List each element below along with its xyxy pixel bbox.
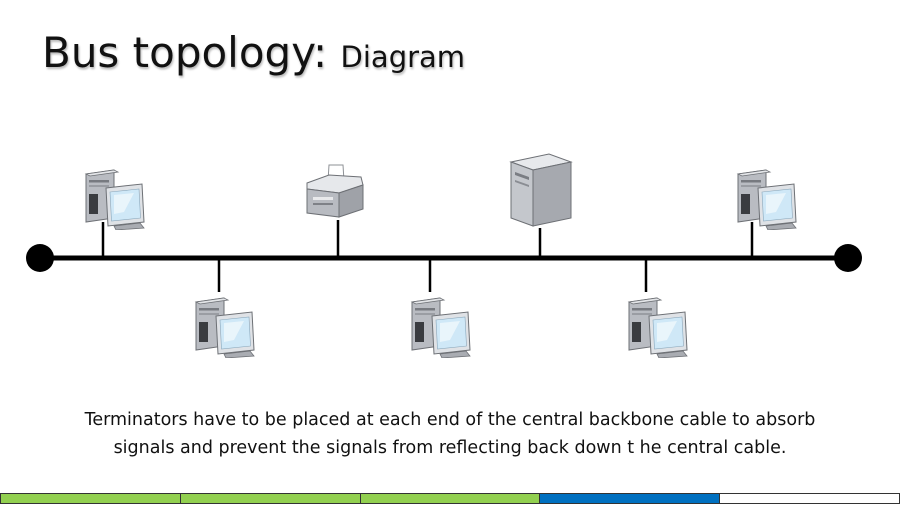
progress-bar — [0, 493, 900, 504]
slide-title: Bus topology: Diagram — [42, 26, 465, 84]
progress-segment-1 — [0, 493, 181, 504]
workstation-3 — [411, 297, 471, 358]
progress-segment-4 — [540, 493, 721, 504]
desktop-computer-icon — [737, 169, 797, 230]
title-sub: Diagram — [340, 40, 466, 74]
progress-segment-3 — [360, 493, 541, 504]
caption: Terminators have to be placed at each en… — [40, 406, 860, 462]
progress-segment-5 — [720, 493, 900, 504]
workstation-5 — [737, 169, 797, 230]
printer — [306, 164, 364, 218]
left-terminator — [26, 244, 54, 272]
desktop-computer-icon — [628, 297, 688, 358]
right-terminator — [834, 244, 862, 272]
caption-line-2: signals and prevent the signals from ref… — [113, 438, 787, 458]
desktop-computer-icon — [85, 169, 145, 230]
printer-icon — [306, 164, 364, 218]
server — [510, 153, 572, 227]
bus-topology-diagram — [26, 153, 862, 358]
desktop-computer-icon — [411, 297, 471, 358]
drop-cables — [101, 220, 754, 292]
progress-segment-2 — [180, 493, 361, 504]
title-main: Bus topology: — [42, 28, 328, 77]
workstation-2 — [195, 297, 255, 358]
server-tower-icon — [510, 153, 572, 227]
workstation-1 — [85, 169, 145, 230]
caption-line-1: Terminators have to be placed at each en… — [84, 410, 816, 430]
desktop-computer-icon — [195, 297, 255, 358]
workstation-4 — [628, 297, 688, 358]
